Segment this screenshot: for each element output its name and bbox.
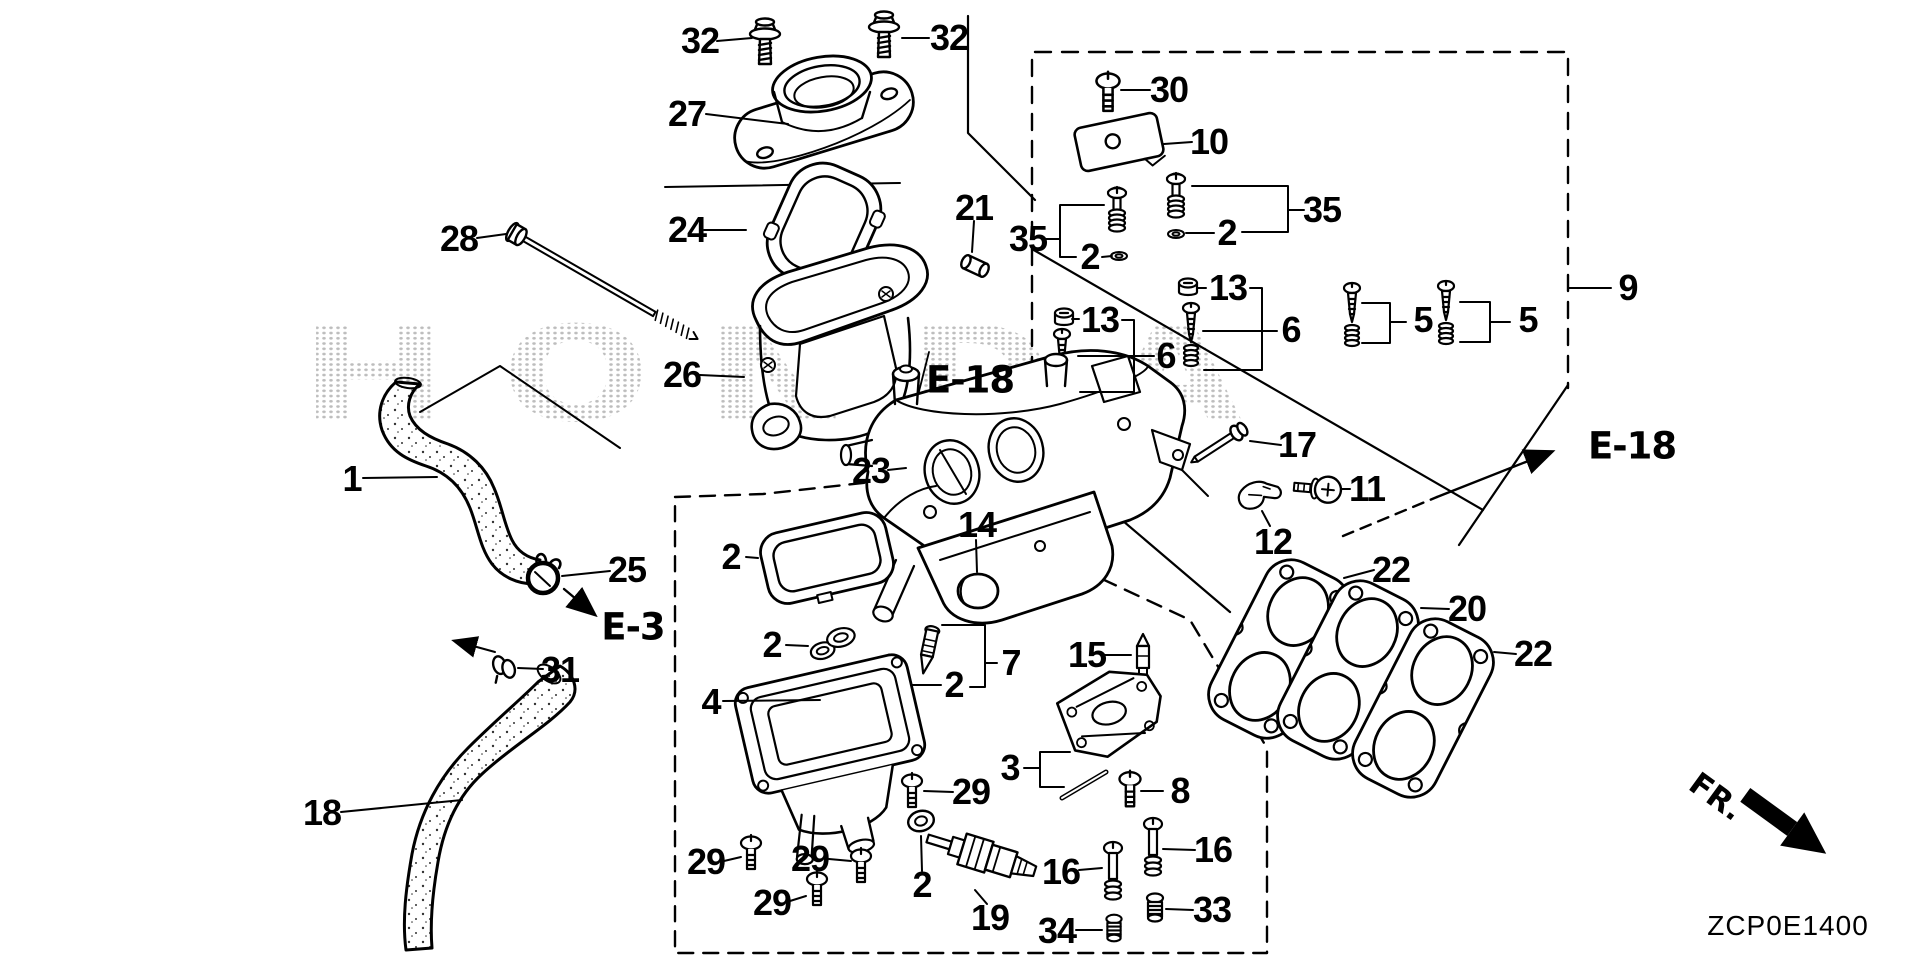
screw-29-d: [805, 869, 829, 907]
tube-clamp-25: [525, 552, 562, 596]
washer-2-left: [1109, 250, 1129, 262]
flange-bolt-32-left: [748, 17, 782, 66]
pilot-screw-5-left: [1342, 281, 1362, 348]
jet-16-right: [1142, 816, 1164, 877]
float-bowl-4: [733, 653, 927, 866]
pin-21: [960, 254, 990, 278]
hose-18: [402, 663, 577, 952]
cap-13-right: [1177, 277, 1199, 297]
front-direction-arrow: [1740, 788, 1827, 854]
stud-bolt-28: [504, 221, 699, 340]
air-vent-chamber-26: [750, 243, 929, 451]
hose-1: [378, 376, 542, 586]
screw-set-35-right: [1165, 171, 1187, 219]
insulator-27: [733, 54, 915, 170]
jet-33: [1145, 892, 1165, 923]
washer-2-right: [1166, 228, 1186, 240]
jet-34: [1105, 913, 1123, 943]
chamber-gasket-2: [759, 511, 895, 605]
plate-10: [1073, 111, 1166, 173]
screw-29-a: [900, 771, 924, 809]
screw-11: [1292, 475, 1343, 504]
pin-17: [1190, 421, 1249, 464]
drain-o-ring-2: [906, 809, 936, 833]
cap-13-left: [1053, 307, 1075, 327]
drain-valve-19: [925, 832, 1038, 879]
screw-29-b: [739, 833, 763, 871]
jet-16-left: [1102, 840, 1124, 901]
screw-set-35-left: [1106, 185, 1128, 233]
o-rings-2: [809, 626, 856, 661]
flange-bolt-32-right: [867, 10, 901, 59]
cup-plug-14: [956, 572, 1000, 610]
tube-clip-31: [491, 655, 517, 684]
screw-29-c: [849, 846, 873, 884]
clip-12: [1237, 480, 1282, 510]
screw-30: [1095, 70, 1121, 113]
leader-lines: [340, 37, 1612, 931]
pump-cover-3: [1055, 670, 1162, 801]
float-valve-7: [919, 625, 941, 675]
screw-8: [1118, 769, 1142, 808]
float-needle-15: [1135, 632, 1151, 677]
pilot-screw-5-right: [1436, 279, 1456, 346]
